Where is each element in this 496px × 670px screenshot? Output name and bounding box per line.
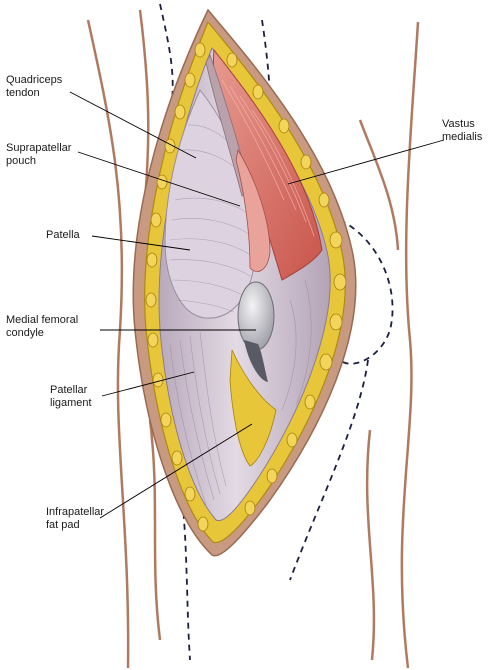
label-suprapatellar-pouch: Suprapatellar pouch bbox=[6, 142, 71, 168]
label-line: Medial femoral bbox=[6, 314, 79, 326]
leader-patellar-ligament bbox=[101, 371, 195, 397]
suprapatellar-pouch bbox=[235, 148, 271, 272]
lower-right-contour bbox=[365, 429, 376, 661]
label-vastus-medialis: Vastus medialis bbox=[442, 118, 482, 144]
dashed-line-lower-left bbox=[179, 479, 191, 661]
infrapatellar-fat-pad-shape bbox=[229, 349, 277, 467]
label-infrapatellar-fat-pad: Infrapatellar fat pad bbox=[46, 506, 104, 532]
label-line: ligament bbox=[50, 397, 92, 409]
label-line: fat pad bbox=[46, 519, 80, 531]
dashed-line-right-bulge bbox=[339, 219, 394, 365]
label-line: condyle bbox=[6, 327, 44, 339]
label-line: Infrapatellar bbox=[46, 506, 105, 518]
label-line: pouch bbox=[6, 155, 36, 167]
label-line: Vastus bbox=[442, 118, 475, 130]
muscle-fibres bbox=[221, 79, 315, 237]
dashed-line-lower-right bbox=[289, 359, 369, 581]
leader-infrapatellar-fat-pad bbox=[99, 423, 253, 519]
label-line: Patella bbox=[46, 229, 80, 241]
tissue-fibres bbox=[169, 124, 312, 506]
lower-left-contour bbox=[148, 419, 162, 641]
label-line: Quadriceps bbox=[6, 74, 63, 86]
right-outer-contour bbox=[400, 21, 420, 669]
left-outer-contour bbox=[86, 19, 130, 669]
leader-quadriceps-tendon bbox=[69, 91, 197, 159]
label-medial-femoral-condyle: Medial femoral condyle bbox=[6, 314, 78, 340]
left-inner-contour bbox=[138, 9, 150, 201]
label-patella: Patella bbox=[46, 229, 80, 242]
label-patellar-ligament: Patellar ligament bbox=[50, 384, 92, 410]
joint-gap bbox=[244, 340, 268, 382]
leader-patella bbox=[91, 235, 191, 251]
label-line: medialis bbox=[442, 131, 483, 143]
label-line: Suprapatellar bbox=[6, 142, 72, 154]
label-line: Patellar bbox=[50, 384, 88, 396]
leader-suprapatellar-pouch bbox=[77, 151, 241, 207]
leader-lines bbox=[69, 91, 445, 519]
dashed-landmarks bbox=[159, 3, 394, 661]
right-inner-contour bbox=[358, 119, 400, 251]
dashed-line-top-right bbox=[261, 19, 272, 141]
leader-vastus-medialis bbox=[287, 139, 445, 185]
fat-globules bbox=[145, 42, 347, 532]
dashed-line-top-left bbox=[159, 3, 174, 101]
label-line: tendon bbox=[6, 87, 40, 99]
label-quadriceps-tendon: Quadriceps tendon bbox=[6, 74, 62, 100]
medial-femoral-condyle bbox=[237, 281, 275, 351]
